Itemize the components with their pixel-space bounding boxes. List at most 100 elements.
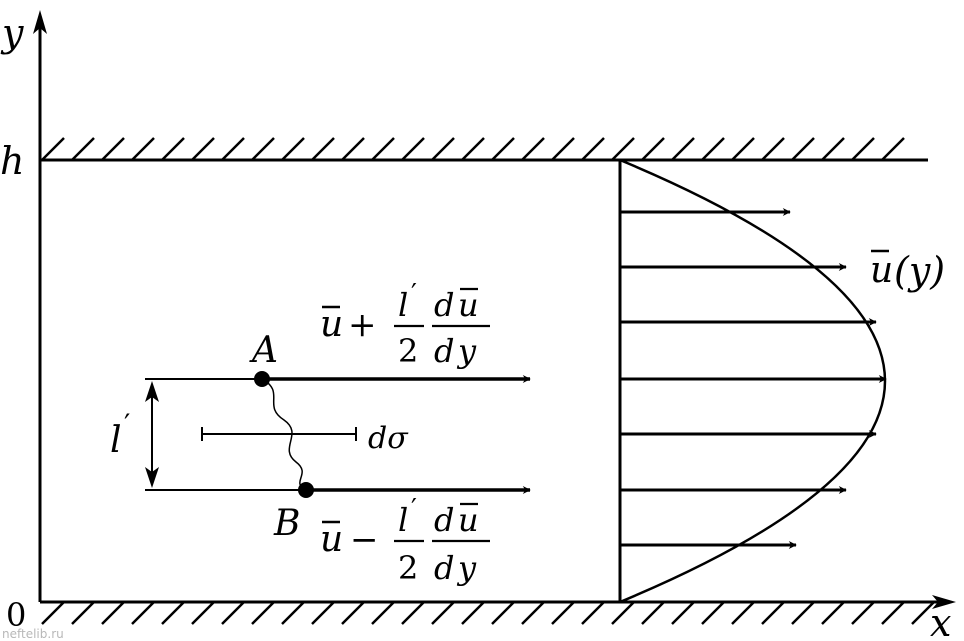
hatch-mark: [461, 601, 485, 625]
watermark: neftelib.ru: [2, 627, 64, 641]
hatch-mark: [581, 137, 605, 161]
expression-b: u − l ′ 2 d u d y: [320, 494, 490, 587]
hatch-mark: [821, 601, 845, 625]
hatch-mark: [881, 137, 905, 161]
expr-b-d-top: d: [434, 501, 454, 539]
hatch-mark: [581, 601, 605, 625]
bottom-wall-hatching: [41, 601, 935, 625]
hatch-mark: [851, 137, 875, 161]
hatch-mark: [431, 601, 455, 625]
hatch-mark: [401, 601, 425, 625]
hatch-mark: [521, 137, 545, 161]
hatch-mark: [101, 601, 125, 625]
x-axis: [40, 595, 956, 609]
hatch-mark: [341, 137, 365, 161]
hatch-mark: [611, 137, 635, 161]
hatch-mark: [101, 137, 125, 161]
expr-a-operator: +: [348, 305, 377, 345]
hatch-mark: [461, 137, 485, 161]
area-element-label: dσ: [368, 421, 409, 456]
expr-b-operator: −: [350, 520, 379, 560]
profile-label: u (y): [870, 249, 945, 293]
hatch-mark: [71, 137, 95, 161]
hatch-mark: [521, 601, 545, 625]
hatch-mark: [161, 137, 185, 161]
particle-path: [261, 378, 307, 491]
hatch-mark: [701, 137, 725, 161]
h-label: h: [0, 139, 24, 183]
hatch-mark: [761, 601, 785, 625]
hatch-mark: [761, 137, 785, 161]
y-axis-arrowhead: [33, 10, 47, 34]
hatch-mark: [131, 601, 155, 625]
mixing-length-dimension: [145, 381, 159, 488]
hatch-mark: [281, 601, 305, 625]
expr-b-y: y: [456, 549, 477, 587]
expr-b-u-top: u: [458, 501, 479, 539]
hatch-mark: [311, 601, 335, 625]
velocity-profile-curve: [619, 158, 886, 604]
hatch-mark: [491, 601, 515, 625]
hatch-mark: [251, 601, 275, 625]
mixing-length-prime: ′: [124, 408, 130, 441]
hatch-mark: [221, 137, 245, 161]
hatch-mark: [431, 137, 455, 161]
hatch-mark: [371, 137, 395, 161]
hatch-mark: [641, 137, 665, 161]
mixing-length-l: l: [110, 420, 122, 461]
point-a-label: A: [249, 330, 278, 371]
point-b-dot: [298, 482, 314, 498]
hatch-mark: [701, 601, 725, 625]
hatch-mark: [791, 137, 815, 161]
expr-b-l: l: [398, 501, 408, 539]
hatch-mark: [341, 601, 365, 625]
hatch-mark: [731, 137, 755, 161]
expr-b-d-bottom: d: [434, 549, 454, 587]
hatch-mark: [641, 601, 665, 625]
hatch-mark: [161, 601, 185, 625]
hatch-mark: [41, 137, 65, 161]
expr-a-d-top: d: [434, 286, 454, 324]
hatch-mark: [401, 137, 425, 161]
expr-b-two: 2: [398, 549, 418, 587]
expr-b-u: u: [320, 519, 343, 560]
point-b-label: B: [273, 503, 300, 544]
hatch-mark: [551, 137, 575, 161]
y-axis: [33, 10, 47, 602]
hatch-mark: [791, 601, 815, 625]
hatch-mark: [881, 601, 905, 625]
hatch-mark: [191, 601, 215, 625]
hatch-mark: [251, 137, 275, 161]
expr-a-d-bottom: d: [434, 332, 454, 370]
hatch-mark: [41, 601, 65, 625]
origin-label: 0: [6, 596, 26, 634]
expr-a-u: u: [320, 304, 343, 345]
top-wall-hatching: [41, 137, 905, 161]
hatch-mark: [551, 601, 575, 625]
hatch-mark: [821, 137, 845, 161]
hatch-mark: [131, 137, 155, 161]
mixing-length-label: l ′: [110, 408, 130, 461]
profile-label-u: u: [870, 250, 893, 291]
expr-a-u-top: u: [458, 286, 479, 324]
point-a-dot: [254, 371, 270, 387]
hatch-mark: [671, 601, 695, 625]
profile-label-y: (y): [894, 249, 945, 293]
hatch-mark: [221, 601, 245, 625]
hatch-mark: [671, 137, 695, 161]
hatch-mark: [191, 137, 215, 161]
x-axis-label: x: [930, 601, 951, 641]
hatch-mark: [611, 601, 635, 625]
hatch-mark: [281, 137, 305, 161]
profile-arrows: [620, 208, 887, 549]
area-element-marker: [201, 427, 357, 441]
x-axis-arrowhead: [932, 595, 956, 609]
hatch-mark: [731, 601, 755, 625]
hatch-mark: [71, 601, 95, 625]
expr-a-y: y: [456, 332, 477, 370]
hatch-mark: [911, 601, 935, 625]
expr-a-l: l: [398, 286, 408, 324]
y-axis-label: y: [0, 11, 24, 55]
expression-a: u + l ′ 2 d u d y: [320, 279, 490, 370]
